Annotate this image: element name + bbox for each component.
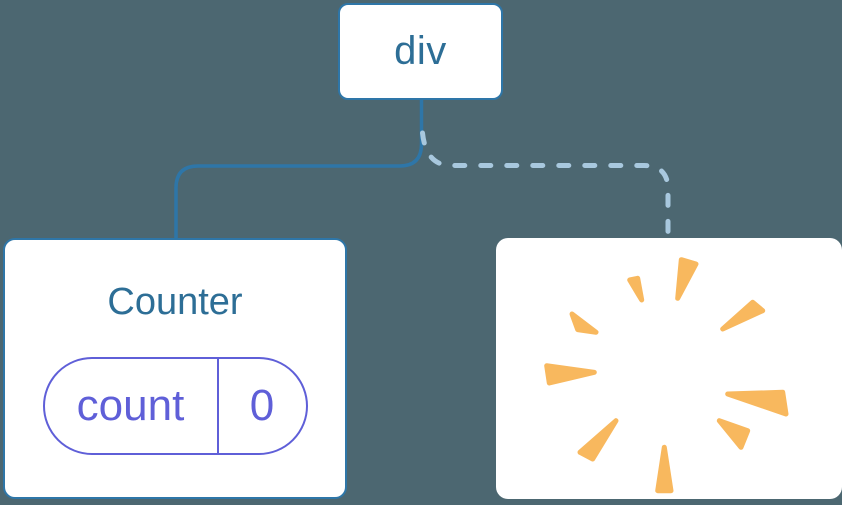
state-pill: count 0	[42, 357, 308, 455]
poof-ray	[675, 257, 699, 301]
node-counter: Counter count 0	[3, 238, 347, 499]
poof-ray	[577, 418, 619, 462]
node-removed	[496, 238, 842, 499]
poof-ray	[627, 275, 645, 303]
poof-ray	[544, 363, 597, 386]
poof-ray	[720, 299, 766, 332]
state-pill-value-cell: 0	[219, 359, 306, 453]
poof-ray	[716, 418, 751, 450]
dashed-link-line	[420, 130, 671, 241]
pill-divider	[216, 359, 219, 453]
node-div-label: div	[394, 29, 447, 73]
state-pill-key-cell: count	[45, 359, 217, 453]
state-value-label: 0	[249, 381, 275, 430]
state-key-label: count	[76, 381, 185, 430]
node-div: div	[338, 3, 503, 100]
solid-link-line	[174, 98, 424, 242]
poof-ray	[569, 311, 599, 335]
counter-title: Counter	[107, 281, 243, 323]
poof-ray	[655, 444, 674, 494]
poof-ray	[725, 389, 789, 417]
poof-burst-icon	[544, 257, 789, 494]
